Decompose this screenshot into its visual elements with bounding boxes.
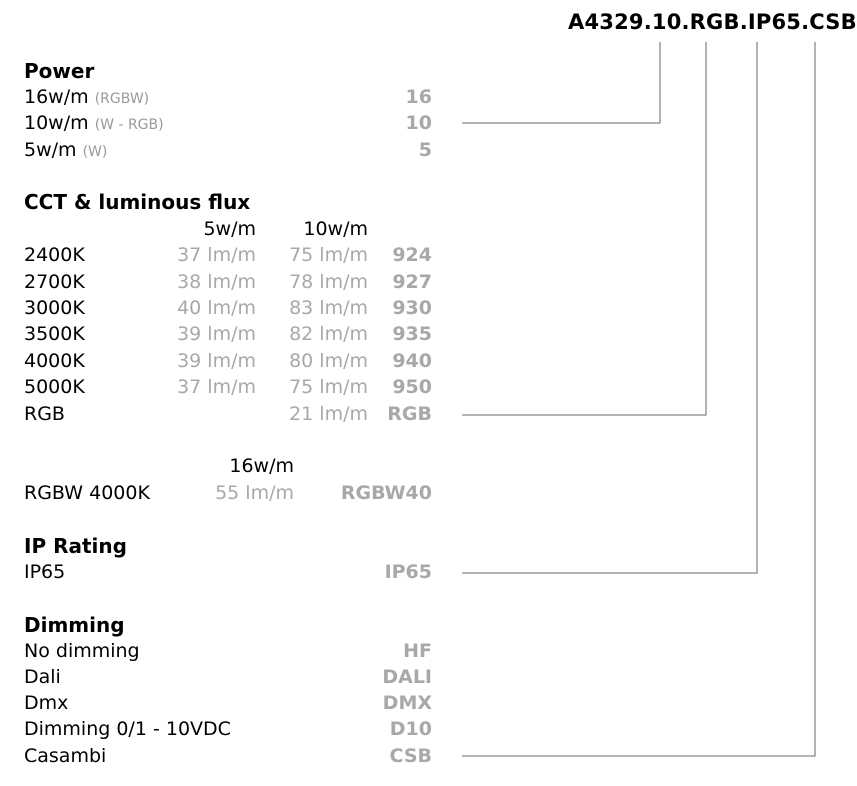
product-code: A4329.10.RGB.IP65.CSB <box>568 10 857 34</box>
connector-cct <box>462 42 707 416</box>
dimming-code: CSB <box>389 745 432 767</box>
rgbw-flux-16w: 55 lm/m <box>215 482 294 504</box>
cct-flux-10w: 83 lm/m <box>289 297 368 319</box>
cct-flux-5w: 37 lm/m <box>177 244 256 266</box>
cct-code: 927 <box>392 271 432 293</box>
dimming-label: Dimming 0/1 - 10VDC <box>24 718 231 740</box>
cct-label: 4000K <box>24 350 85 372</box>
cct-col-16w: 16w/m <box>229 455 294 477</box>
cct-heading: CCT & luminous flux <box>24 190 251 214</box>
cct-label: 3500K <box>24 323 85 345</box>
cct-code: 950 <box>392 376 432 398</box>
cct-flux-10w: 78 lm/m <box>289 271 368 293</box>
dimming-code: HF <box>403 640 432 662</box>
connector-power <box>462 42 661 124</box>
rgbw-code: RGBW40 <box>340 482 432 504</box>
cct-label: 3000K <box>24 297 85 319</box>
cct-code: 935 <box>392 323 432 345</box>
dimming-label: No dimming <box>24 640 140 662</box>
cct-label: 2700K <box>24 271 85 293</box>
connector-ip <box>462 42 758 574</box>
power-row: 10w/m (W - RGB) <box>24 112 164 134</box>
cct-label: RGB <box>24 403 65 425</box>
power-heading: Power <box>24 59 95 83</box>
ip-code: IP65 <box>384 561 432 583</box>
dimming-code: DMX <box>382 692 432 714</box>
cct-flux-10w: 80 lm/m <box>289 350 368 372</box>
dimming-code: DALI <box>382 666 432 688</box>
cct-flux-5w: 39 lm/m <box>177 323 256 345</box>
cct-code: RGB <box>387 403 432 425</box>
power-label: 16w/m <box>24 86 89 108</box>
power-note: (W) <box>82 144 108 160</box>
cct-flux-10w: 21 lm/m <box>289 403 368 425</box>
cct-flux-5w: 39 lm/m <box>177 350 256 372</box>
power-code: 16 <box>405 86 432 108</box>
cct-flux-10w: 75 lm/m <box>289 244 368 266</box>
dimming-heading: Dimming <box>24 613 125 637</box>
ip-heading: IP Rating <box>24 534 127 558</box>
cct-code: 940 <box>392 350 432 372</box>
power-code: 10 <box>405 112 432 134</box>
power-note: (RGBW) <box>94 91 150 107</box>
cct-flux-5w: 37 lm/m <box>177 376 256 398</box>
dimming-label: Dali <box>24 666 61 688</box>
cct-col-5w: 5w/m <box>203 218 256 240</box>
rgbw-label: RGBW 4000K <box>24 482 150 504</box>
cct-flux-5w: 38 lm/m <box>177 271 256 293</box>
cct-label: 5000K <box>24 376 85 398</box>
dimming-label: Dmx <box>24 692 69 714</box>
dimming-code: D10 <box>389 718 432 740</box>
power-label: 5w/m <box>24 139 77 161</box>
connector-dimming <box>462 42 816 757</box>
cct-flux-10w: 82 lm/m <box>289 323 368 345</box>
cct-flux-10w: 75 lm/m <box>289 376 368 398</box>
power-row: 5w/m (W) <box>24 139 107 161</box>
cct-label: 2400K <box>24 244 85 266</box>
cct-code: 930 <box>392 297 432 319</box>
power-label: 10w/m <box>24 112 89 134</box>
dimming-label: Casambi <box>24 745 107 767</box>
power-note: (W - RGB) <box>94 117 164 133</box>
power-row: 16w/m (RGBW) <box>24 86 149 108</box>
cct-code: 924 <box>392 244 432 266</box>
ip-label: IP65 <box>24 561 66 583</box>
cct-flux-5w: 40 lm/m <box>177 297 256 319</box>
cct-col-10w: 10w/m <box>303 218 368 240</box>
power-code: 5 <box>418 139 432 161</box>
